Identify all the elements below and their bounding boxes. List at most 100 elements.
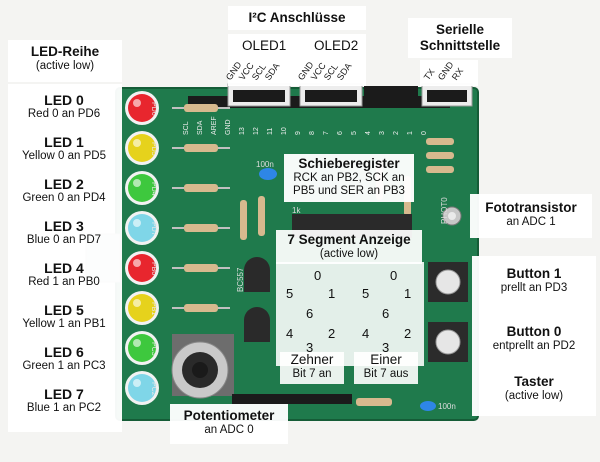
silk-1k: 1k <box>292 206 301 215</box>
seven-segment-title-box: 7 Segment Anzeige (active low) <box>276 230 422 264</box>
taster-title: Taster <box>514 374 554 389</box>
led-highlight-5 <box>133 299 141 307</box>
led-desc: Blue 1 an PC2 <box>26 402 102 415</box>
button1-desc: prellt an PD3 <box>500 281 568 294</box>
segment-label: 5 <box>362 286 370 301</box>
header-silk-label: 1 <box>407 131 414 135</box>
i2c-oled-box: OLED1 OLED2 <box>228 34 366 86</box>
led-desc: Green 1 an PC3 <box>22 360 106 373</box>
oled1-label: OLED1 <box>242 38 287 53</box>
led-desc: Red 1 an PB0 <box>28 276 100 289</box>
header-silk-label: 7 <box>323 131 330 135</box>
header-silk-label: 13 <box>239 127 246 135</box>
led-desc: Red 0 an PD6 <box>27 108 101 121</box>
button-0-part <box>428 322 468 362</box>
i2c-connector-1 <box>227 83 291 107</box>
led-row-subtitle: (active low) <box>35 59 95 72</box>
led-desc: Green 0 an PD4 <box>22 192 106 205</box>
bottom-header <box>232 394 352 404</box>
potentiometer-desc: an ADC 0 <box>204 423 254 436</box>
led-name: LED 5 <box>44 302 84 318</box>
phototransistor-box: Fototransistor an ADC 1 <box>470 194 592 238</box>
led-name: LED 2 <box>44 176 84 192</box>
shift-register-box: Schieberegister RCK an PB2, SCK an PB5 u… <box>284 154 414 202</box>
tens-desc: Bit 7 an <box>292 367 332 380</box>
i2c-title: I²C Anschlüsse <box>248 10 346 25</box>
led-pcb-label-1: PD5 <box>150 142 157 156</box>
header-silk-label: SCL <box>183 121 190 135</box>
seven-segment-title: 7 Segment Anzeige <box>287 232 411 247</box>
led-highlight-1 <box>133 139 141 147</box>
tens-box: Zehner Bit 7 an <box>280 352 344 384</box>
led-highlight-2 <box>133 179 141 187</box>
serial-title-line2: Schnittstelle <box>419 37 501 53</box>
button0-desc: entprellt an PD2 <box>492 339 576 352</box>
transistor-1 <box>244 257 270 292</box>
led-highlight-0 <box>133 99 141 107</box>
phototransistor-desc: an ADC 1 <box>506 215 556 228</box>
capacitor-blue-2 <box>420 401 436 411</box>
led-resistor-2 <box>184 184 218 192</box>
ones-box: Einer Bit 7 aus <box>354 352 418 384</box>
phototransistor <box>442 206 462 226</box>
segment-label: 2 <box>404 326 412 341</box>
led-desc: Yellow 1 an PB1 <box>22 318 106 331</box>
seven-segment-body <box>276 262 424 366</box>
segment-label: 6 <box>382 306 390 321</box>
silk-100n-2: 100n <box>438 402 456 411</box>
segment-label: 3 <box>382 340 390 355</box>
led-resistor-1 <box>184 144 218 152</box>
led-resistor-0 <box>184 104 218 112</box>
led-desc: Yellow 0 an PD5 <box>22 150 106 163</box>
led-name: LED 7 <box>44 386 84 402</box>
led-row-title-box: LED-Reihe (active low) <box>8 40 122 82</box>
potentiometer-box: Potentiometer an ADC 0 <box>170 404 288 444</box>
led-pcb-label-4: PB0 <box>150 262 157 275</box>
led-pcb-label-5: PB1 <box>150 302 157 315</box>
serial-connector <box>364 83 473 107</box>
silk-100n-1: 100n <box>256 160 274 169</box>
segment-label: 5 <box>286 286 294 301</box>
silk-bc557: BC557 <box>236 267 245 292</box>
led-name: LED 1 <box>44 134 84 150</box>
segment-label: 1 <box>328 286 336 301</box>
ones-desc: Bit 7 aus <box>363 367 409 380</box>
header-silk-label: 4 <box>365 131 372 135</box>
header-silk-label: 5 <box>351 131 358 135</box>
led-desc: Blue 0 an PD7 <box>26 234 102 247</box>
shift-register-line1: RCK an PB2, SCK an <box>293 171 405 184</box>
header-silk-label: 8 <box>309 131 316 135</box>
header-silk-label: 11 <box>267 127 274 135</box>
segment-label: 2 <box>328 326 336 341</box>
led-highlight-3 <box>133 219 141 227</box>
led-resistor-5 <box>184 304 218 312</box>
ones-label: Einer <box>370 352 402 367</box>
led-pcb-label-7: PC2 <box>150 382 157 396</box>
button-1-part <box>428 262 468 302</box>
segment-label: 1 <box>404 286 412 301</box>
led-name: LED 0 <box>44 92 84 108</box>
i2c-connector-2 <box>299 83 363 107</box>
header-silk-label: 0 <box>421 131 428 135</box>
potentiometer-title: Potentiometer <box>183 408 275 423</box>
tens-label: Zehner <box>290 352 334 367</box>
led-pcb-label-3: PD7 <box>150 222 157 236</box>
silk-phot0: PHOT0 <box>440 197 449 224</box>
i2c-title-box: I²C Anschlüsse <box>228 6 366 30</box>
led-list-box <box>8 84 122 432</box>
led-name: LED 3 <box>44 218 84 234</box>
led-pcb-label-6: PC3 <box>150 342 157 356</box>
header-silk-label: 10 <box>281 127 288 135</box>
button0-title: Button 0 <box>506 324 562 339</box>
segment-label: 3 <box>306 340 314 355</box>
segment-label: 6 <box>306 306 314 321</box>
header-silk-label: AREF <box>211 116 218 135</box>
led-highlight-7 <box>133 379 141 387</box>
